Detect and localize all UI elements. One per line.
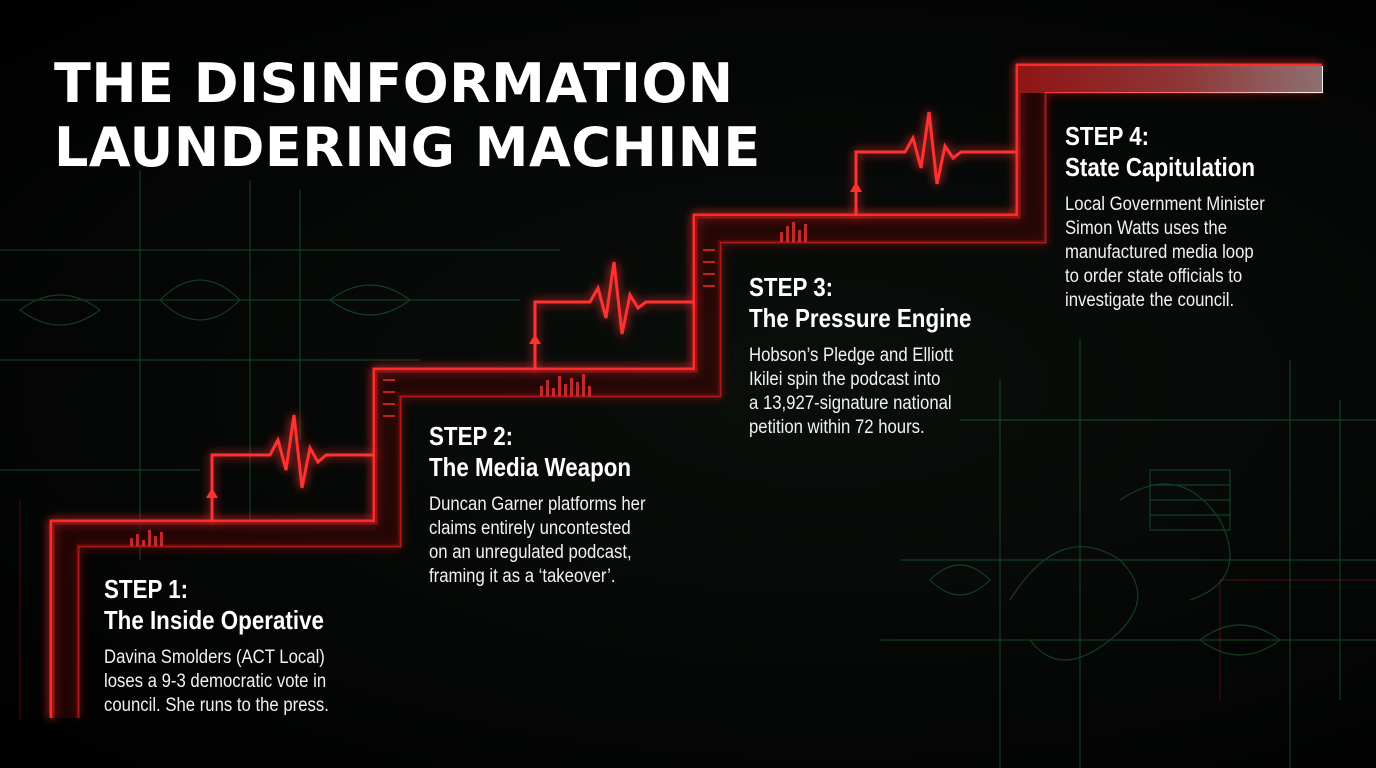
- pulse-line-3: [854, 111, 1018, 216]
- step-4-number: STEP 4:: [1065, 121, 1150, 151]
- step-1-desc-line: loses a 9-3 democratic vote in: [104, 671, 327, 692]
- step-2-desc-line: Duncan Garner platforms her: [429, 494, 646, 515]
- step-4-name: State Capitulation: [1065, 152, 1256, 182]
- step-4-description: Local Government Minister Simon Watts us…: [1065, 193, 1265, 313]
- step-1-name: The Inside Operative: [104, 605, 324, 635]
- title-line-2: LAUNDERING MACHINE: [54, 116, 761, 179]
- step-4-desc-line: manufactured media loop: [1065, 242, 1254, 263]
- step-2-desc-line: on an unregulated podcast,: [429, 542, 632, 563]
- staircase-band-fill: [52, 66, 1322, 718]
- step-3-name: The Pressure Engine: [749, 303, 972, 333]
- step-3-desc-line: Ikilei spin the podcast into: [749, 369, 941, 390]
- step-3-number: STEP 3:: [749, 272, 834, 302]
- step-3-card: STEP 3: The Pressure Engine Hobson’s Ple…: [749, 272, 1008, 440]
- step-3-description: Hobson’s Pledge and Elliott Ikilei spin …: [749, 344, 977, 440]
- pulse-arrow-3: [850, 182, 862, 192]
- step-4-card: STEP 4: State Capitulation Local Governm…: [1065, 121, 1292, 313]
- step-2-desc-line: claims entirely uncontested: [429, 518, 631, 539]
- step-4-desc-line: Local Government Minister: [1065, 194, 1265, 215]
- step-3-desc-line: petition within 72 hours.: [749, 417, 925, 438]
- equalizer-bars: [130, 222, 807, 546]
- step-1-description: Davina Smolders (ACT Local) loses a 9-3 …: [104, 646, 329, 718]
- pulse-arrow-1: [206, 488, 218, 498]
- pulse-line-1: [210, 414, 375, 522]
- title-line-1: THE DISINFORMATION: [54, 52, 734, 115]
- step-2-name: The Media Weapon: [429, 452, 632, 482]
- step-1-card: STEP 1: The Inside Operative Davina Smol…: [104, 574, 360, 718]
- step-2-number: STEP 2:: [429, 421, 514, 451]
- riser-ticks: [383, 249, 715, 417]
- step-2-card: STEP 2: The Media Weapon Duncan Garner p…: [429, 421, 675, 589]
- step-3-desc-line: a 13,927-signature national: [749, 393, 952, 414]
- step-4-desc-line: to order state officials to: [1065, 266, 1243, 287]
- step-2-description: Duncan Garner platforms her claims entir…: [429, 493, 646, 589]
- step-1-number: STEP 1:: [104, 574, 189, 604]
- pulse-line-2: [533, 261, 695, 370]
- step-3-desc-line: Hobson’s Pledge and Elliott: [749, 345, 954, 366]
- step-1-desc-line: council. She runs to the press.: [104, 695, 329, 716]
- step-1-desc-line: Davina Smolders (ACT Local): [104, 647, 325, 668]
- pulse-arrow-2: [529, 334, 541, 344]
- page-title: THE DISINFORMATION LAUNDERING MACHINE: [54, 52, 761, 180]
- step-4-desc-line: investigate the council.: [1065, 290, 1235, 311]
- step-2-desc-line: framing it as a ‘takeover’.: [429, 566, 616, 587]
- step-4-desc-line: Simon Watts uses the: [1065, 218, 1228, 239]
